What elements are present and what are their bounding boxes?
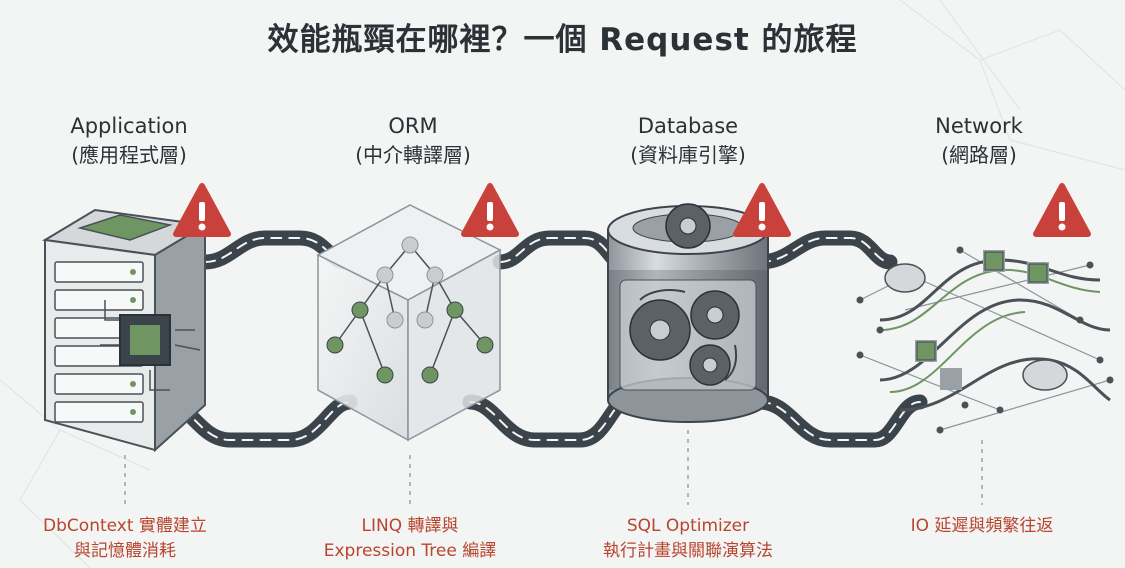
stage-database-label: Database (資料庫引擎) — [578, 112, 798, 170]
issue-line: LINQ 轉譯與 — [361, 516, 459, 536]
database-gears-icon — [607, 203, 769, 423]
stage-name: ORM — [388, 114, 438, 138]
leader-lines — [124, 430, 983, 505]
warning-icon — [461, 183, 519, 237]
server-icon — [42, 208, 208, 453]
stage-orm-label: ORM (中介轉譯層) — [303, 112, 523, 170]
issue-line: 執行計畫與關聯演算法 — [603, 541, 773, 561]
stage-subtitle: (資料庫引擎) — [630, 143, 746, 167]
stage-name: Network — [935, 114, 1023, 138]
data-pipes — [157, 230, 928, 448]
stage-subtitle: (網路層) — [941, 143, 1017, 167]
issue-line: DbContext 實體建立 — [43, 516, 207, 536]
issue-line: SQL Optimizer — [626, 516, 750, 536]
issue-line: 與記憶體消耗 — [74, 541, 176, 561]
issue-line: Expression Tree 編譯 — [323, 541, 497, 561]
page-title: 效能瓶頸在哪裡？一個 Request 的旅程 — [267, 22, 858, 58]
expression-tree-cube-icon — [316, 204, 502, 442]
warning-icon — [173, 183, 231, 237]
stage-name: Database — [637, 114, 739, 138]
stage-name: Application — [70, 114, 188, 138]
warning-icon — [733, 183, 791, 237]
issue-network: IO 延遲與頻繁往返 — [852, 514, 1112, 539]
issue-application: DbContext 實體建立 與記憶體消耗 — [0, 514, 255, 564]
issue-line: IO 延遲與頻繁往返 — [910, 516, 1054, 536]
issue-database: SQL Optimizer 執行計畫與關聯演算法 — [558, 514, 818, 564]
issue-orm: LINQ 轉譯與 Expression Tree 編譯 — [280, 514, 540, 564]
stage-network-label: Network (網路層) — [869, 112, 1089, 170]
stage-subtitle: (中介轉譯層) — [355, 143, 471, 167]
warning-icon — [1033, 183, 1091, 237]
stage-application-label: Application (應用程式層) — [19, 112, 239, 170]
stage-subtitle: (應用程式層) — [71, 143, 187, 167]
network-routers-icon — [856, 246, 1114, 434]
